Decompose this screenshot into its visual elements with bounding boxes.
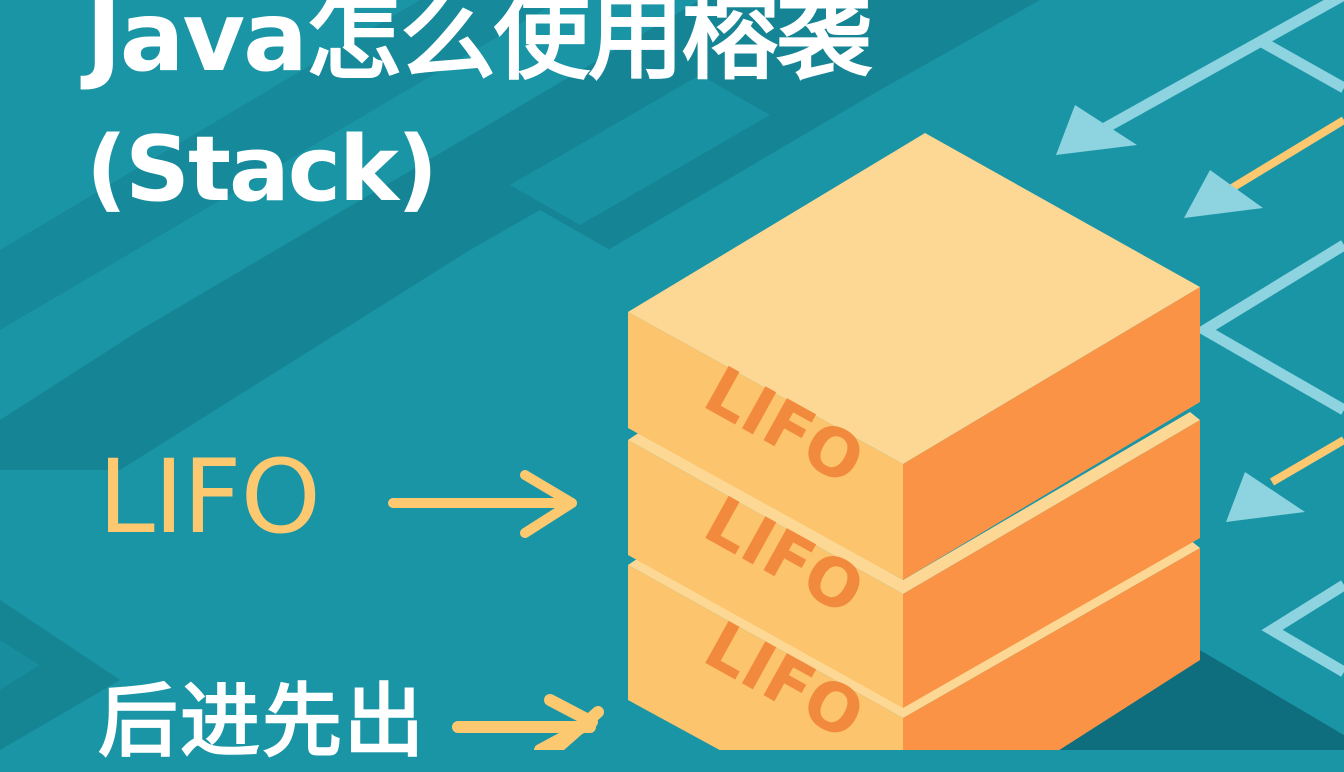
stack-block-1: LIFO [628, 133, 1200, 580]
stack-block-2: LIFO [628, 412, 1200, 708]
connector-lines [1056, 0, 1344, 677]
label-arrows [388, 470, 604, 750]
lifo-label: LIFO [98, 438, 321, 557]
right-arrow-icon [388, 470, 577, 538]
page-subtitle: (Stack) [86, 117, 438, 222]
down-left-arrow-icon [1056, 105, 1305, 522]
stack-illustration: LIFO LIFO LIFO [628, 133, 1200, 750]
page-title: Java怎么使用榕袭 [86, 0, 872, 93]
chinese-label: 后进先出 [98, 675, 426, 768]
background-pattern [0, 0, 1344, 750]
right-arrow-icon [452, 694, 604, 750]
